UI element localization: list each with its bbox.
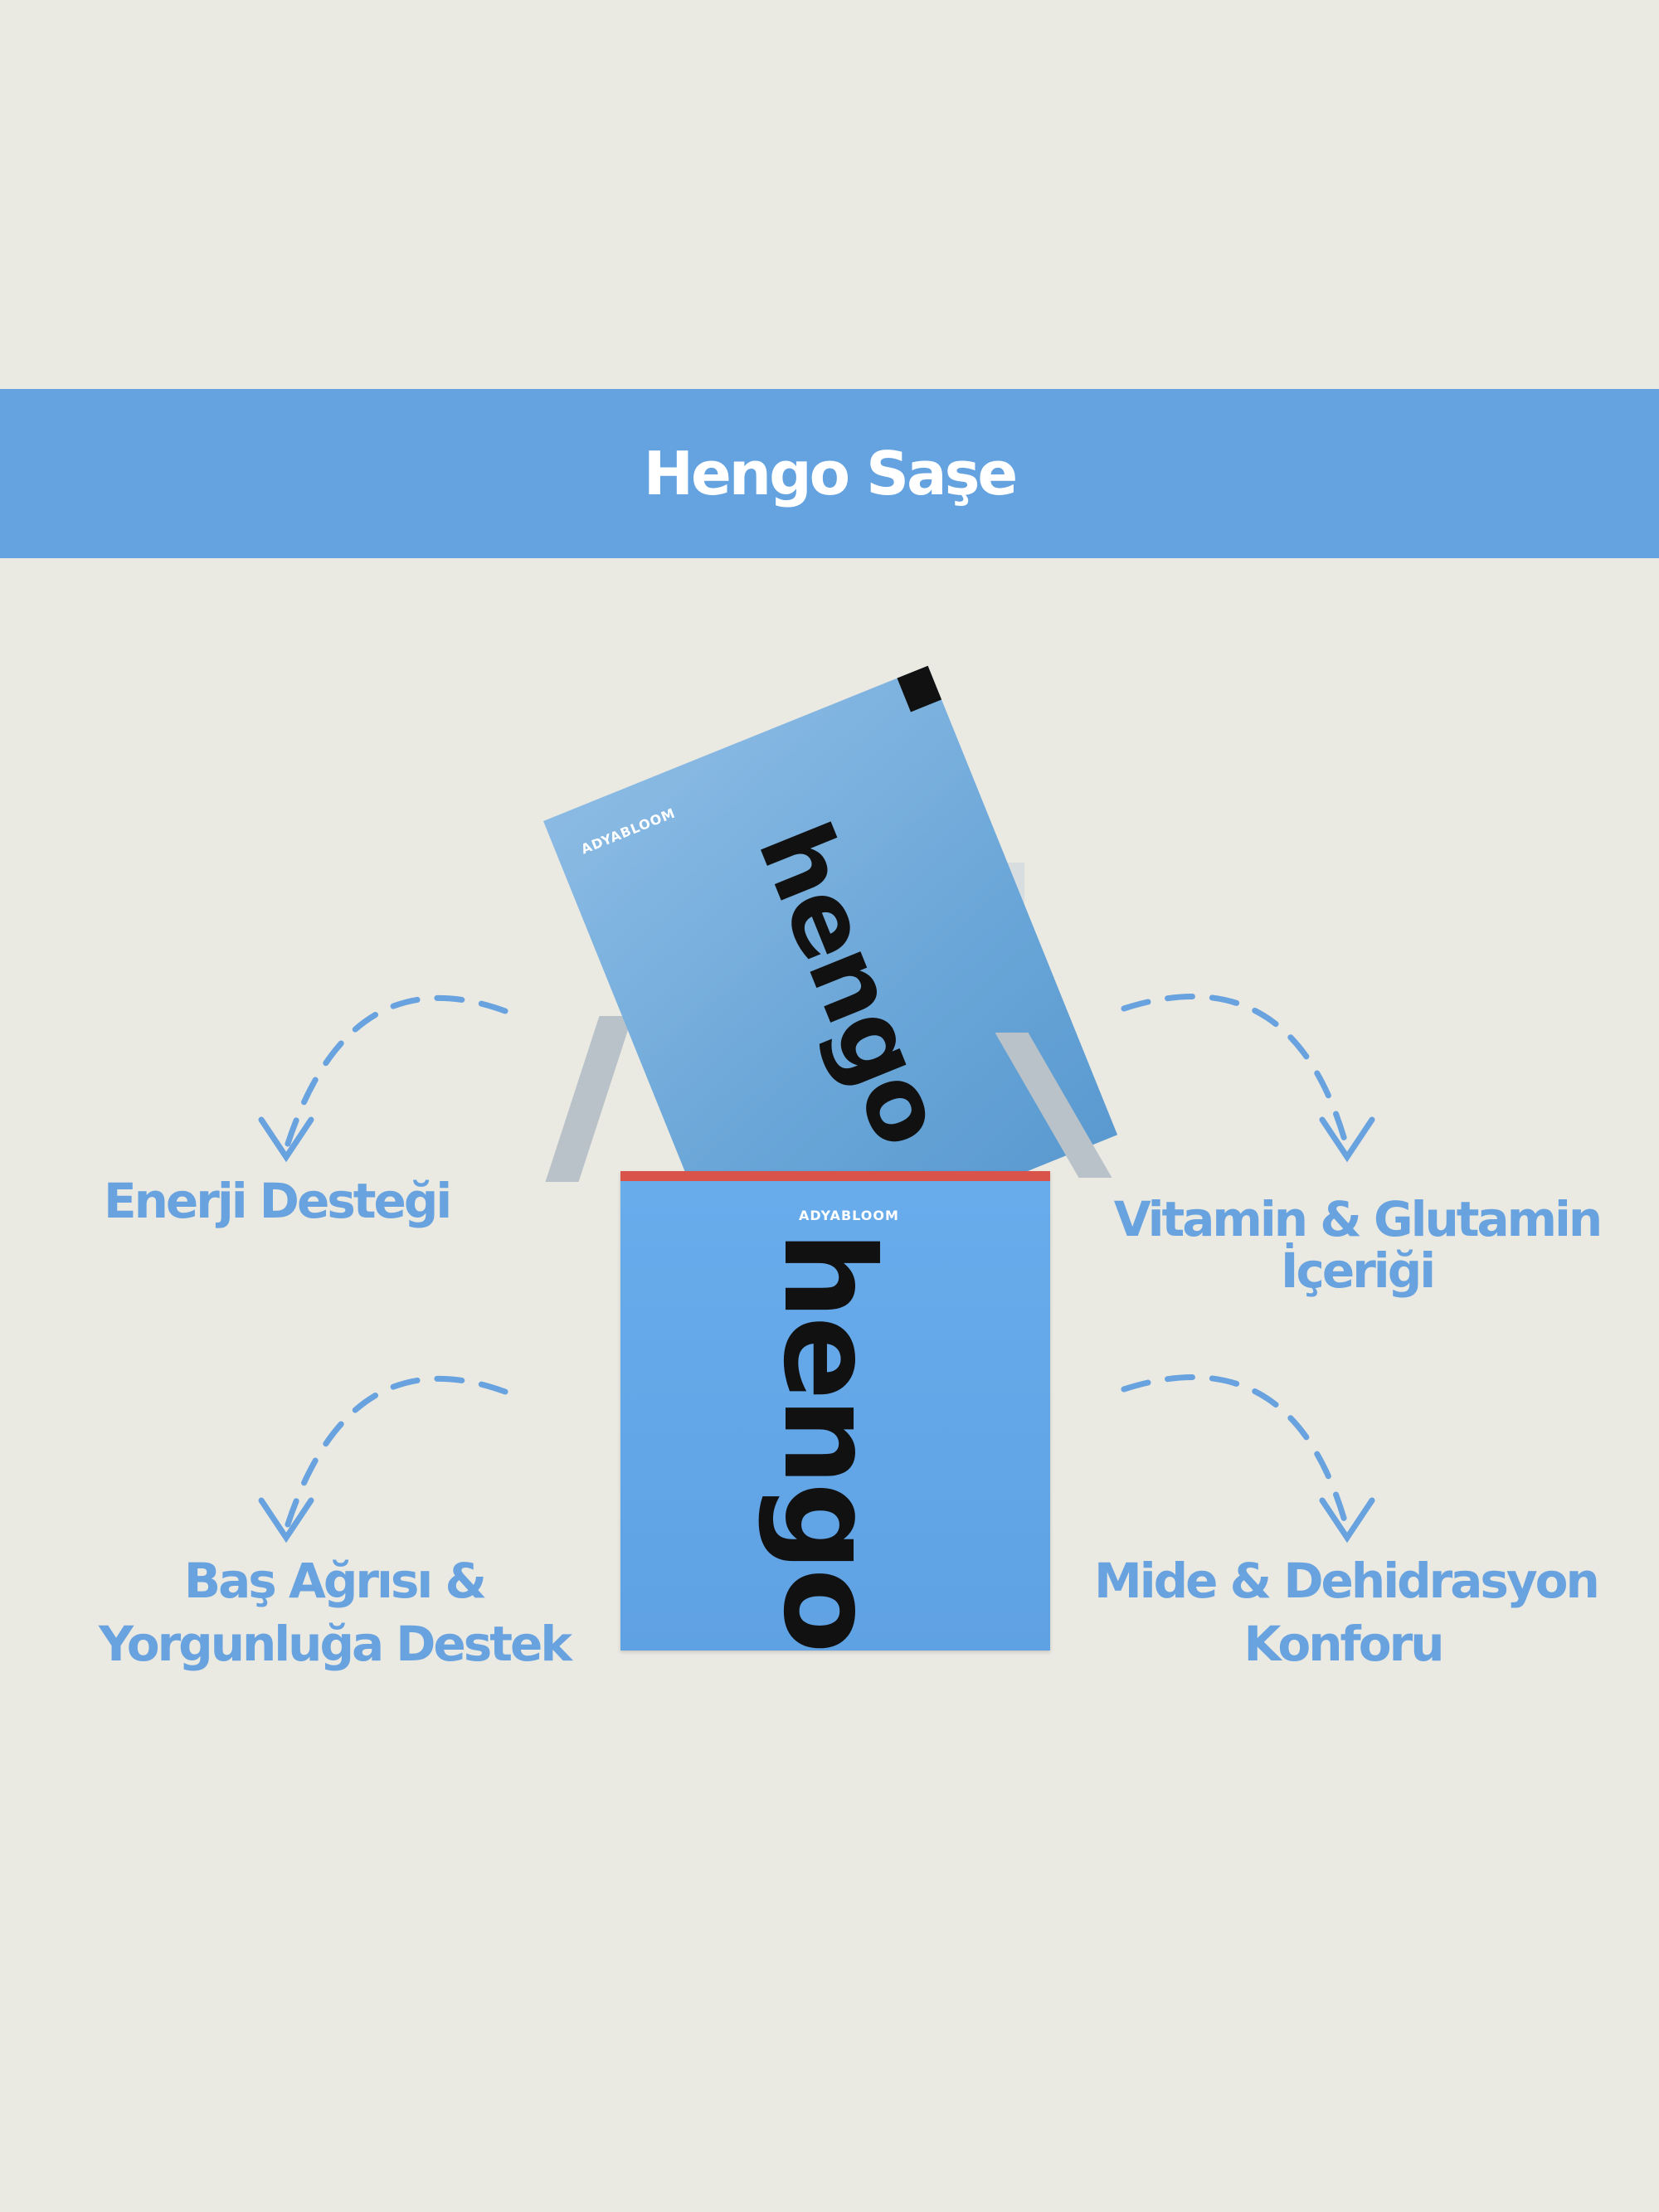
feature-vitamin: Vitamin & Glutamin İçeriği — [1108, 1188, 1606, 1302]
arrow-stomach — [1121, 1374, 1350, 1533]
box-brand: ADYABLOOM — [799, 1208, 899, 1223]
title-banner: Hengo Saşe — [0, 389, 1659, 558]
feature-headache-line2: Yorgunluğa Destek — [99, 1616, 572, 1672]
arrowhead-icon — [258, 1116, 314, 1163]
feature-vitamin-line1: Vitamin & Glutamin — [1113, 1191, 1603, 1247]
sachet-logo: hengo — [735, 807, 967, 1159]
arrowhead-icon — [1319, 1116, 1375, 1163]
feature-stomach-line1: Mide & Dehidrasyon — [1094, 1553, 1600, 1609]
feature-headache-line1: Baş Ağrısı & — [183, 1553, 487, 1609]
arrow-headache — [283, 1375, 508, 1533]
sachet-brand: ADYABLOOM — [578, 805, 679, 858]
feature-stomach-line2: Konforu — [1243, 1616, 1444, 1672]
arrow-vitamin — [1121, 994, 1350, 1152]
page-title: Hengo Saşe — [643, 439, 1019, 508]
box-logo: hengo — [756, 1231, 900, 1650]
arrowhead-icon — [258, 1497, 314, 1544]
feature-headache: Baş Ağrısı & Yorgunluğa Destek — [85, 1549, 583, 1675]
product-box: ADYABLOOM hengo — [620, 1171, 1050, 1650]
feature-energy: Enerji Desteği — [104, 1173, 452, 1229]
feature-vitamin-line2: İçeriği — [1280, 1242, 1436, 1299]
arrow-energy — [283, 994, 508, 1152]
feature-stomach: Mide & Dehidrasyon Konforu — [1094, 1549, 1600, 1675]
arrowhead-icon — [1319, 1497, 1375, 1544]
